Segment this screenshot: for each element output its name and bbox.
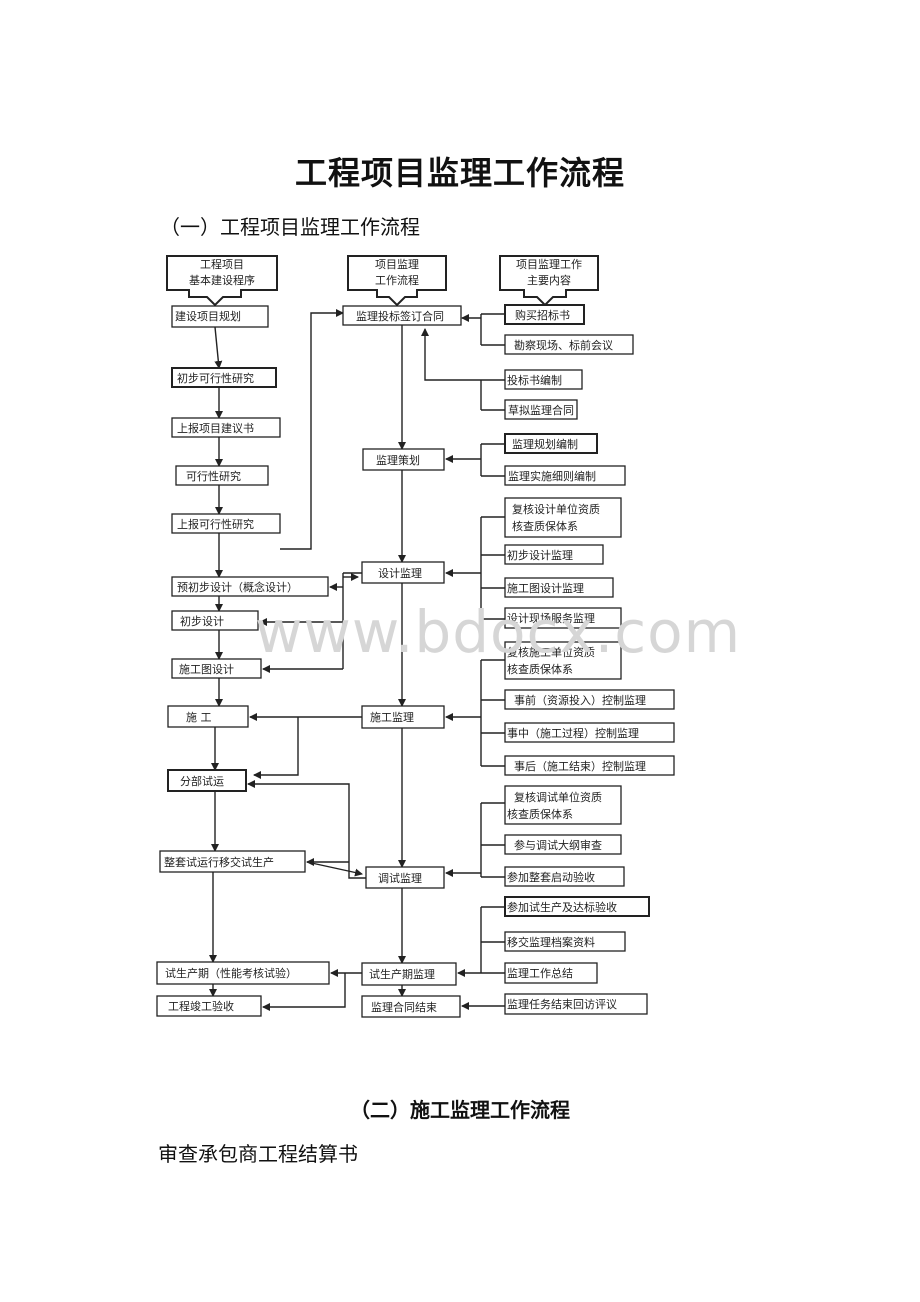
left-step: 初步设计 <box>180 614 224 628</box>
left-step: 上报项目建议书 <box>177 421 254 435</box>
left-step: 初步可行性研究 <box>177 371 254 385</box>
mid-step: 设计监理 <box>378 567 422 580</box>
left-step: 施工图设计 <box>179 663 234 676</box>
left-step: 分部试运 <box>180 774 224 788</box>
svg-text:基本建设程序: 基本建设程序 <box>189 273 255 287</box>
mid-step: 监理合同结束 <box>371 1000 437 1014</box>
right-item: 监理规划编制 <box>512 437 578 451</box>
right-item: 参加试生产及达标验收 <box>507 900 617 914</box>
left-step: 工程竣工验收 <box>168 999 234 1013</box>
right-item: 投标书编制 <box>507 373 562 387</box>
header-left: 工程项目 基本建设程序 <box>166 255 278 307</box>
header-right: 项目监理工作 主要内容 <box>499 255 599 307</box>
body-paragraph: 审查承包商工程结算书 <box>158 1142 358 1166</box>
right-item: 事后（施工结束）控制监理 <box>514 759 646 773</box>
right-item: 复核施工单位资质 <box>507 645 595 659</box>
mid-step: 试生产期监理 <box>369 967 435 981</box>
left-step: 整套试运行移交试生产 <box>164 855 274 869</box>
svg-text:主要内容: 主要内容 <box>527 273 571 287</box>
left-step: 上报可行性研究 <box>177 517 254 531</box>
right-item: 监理任务结束回访评议 <box>507 998 617 1011</box>
right-item: 核查质保体系 <box>507 807 573 821</box>
mid-step: 监理策划 <box>376 453 420 467</box>
svg-text:项目监理工作: 项目监理工作 <box>516 258 582 271</box>
header-middle: 项目监理 工作流程 <box>347 255 447 307</box>
left-step: 预初步设计（概念设计） <box>177 580 298 594</box>
svg-text:项目监理: 项目监理 <box>375 258 419 271</box>
left-step: 试生产期（性能考核试验） <box>165 966 297 980</box>
right-item: 移交监理档案资料 <box>507 935 595 949</box>
flowchart-connectors <box>209 309 505 1011</box>
right-item: 核查质保体系 <box>507 662 573 676</box>
mid-step: 监理投标签订合同 <box>356 309 444 323</box>
right-item: 核查质保体系 <box>512 519 578 533</box>
middle-steps: 监理投标签订合同 监理策划 设计监理 施工监理 调试监理 试生产期监理 监理合同… <box>342 305 462 1018</box>
right-item: 初步设计监理 <box>507 548 573 562</box>
document-title: 工程项目监理工作流程 <box>294 154 625 192</box>
section-heading-2: （二）施工监理工作流程 <box>350 1098 570 1122</box>
left-step: 可行性研究 <box>186 469 241 483</box>
right-item: 监理实施细则编制 <box>508 469 596 483</box>
right-item: 购买招标书 <box>515 308 570 322</box>
svg-text:工作流程: 工作流程 <box>375 273 419 287</box>
svg-text:工程项目: 工程项目 <box>200 258 244 271</box>
mid-step: 施工监理 <box>370 711 414 724</box>
right-item: 设计现场服务监理 <box>507 611 595 625</box>
left-step: 建设项目规划 <box>175 309 241 323</box>
watermark: www.bdocx.com <box>255 598 742 666</box>
right-item: 监理工作总结 <box>507 966 573 980</box>
right-item: 参与调试大纲审查 <box>514 838 602 852</box>
right-item: 复核设计单位资质 <box>512 502 600 516</box>
right-item: 复核调试单位资质 <box>514 790 602 804</box>
right-item: 施工图设计监理 <box>507 582 584 595</box>
left-steps: 建设项目规划 初步可行性研究 上报项目建议书 可行性研究 上报可行性研究 预初步… <box>156 305 330 1017</box>
mid-step: 调试监理 <box>378 872 422 885</box>
right-items: 购买招标书 勘察现场、标前会议 投标书编制 草拟监理合同 监理规划编制 监理实施… <box>504 304 675 1015</box>
right-item: 事中（施工过程）控制监理 <box>507 726 639 740</box>
right-item: 草拟监理合同 <box>508 403 574 417</box>
section-heading-1: （一）工程项目监理工作流程 <box>160 215 420 239</box>
right-item: 事前（资源投入）控制监理 <box>514 693 646 707</box>
left-step: 施 工 <box>186 711 212 724</box>
right-item: 参加整套启动验收 <box>507 870 595 884</box>
right-item: 勘察现场、标前会议 <box>514 338 613 352</box>
